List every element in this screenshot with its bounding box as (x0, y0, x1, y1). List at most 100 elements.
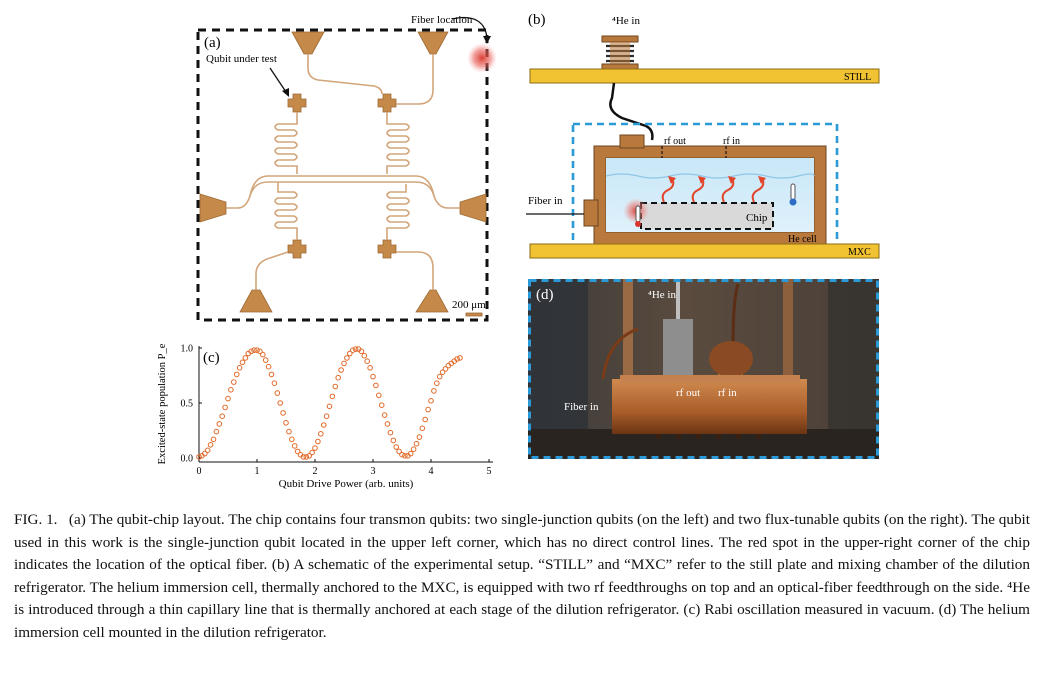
chip-in-cell (640, 202, 774, 230)
data-point (318, 431, 324, 437)
data-point (402, 453, 408, 459)
he-connector (601, 35, 639, 43)
data-point (416, 434, 423, 440)
data-point (309, 449, 315, 456)
data-point (436, 373, 443, 380)
data-point (219, 413, 225, 419)
data-point (332, 383, 339, 390)
figure-caption: FIG. 1. (a) The qubit-chip layout. The c… (14, 509, 1030, 644)
x-tick-label: 4 (429, 466, 434, 477)
data-point (248, 348, 254, 355)
data-point (280, 410, 286, 416)
data-point (410, 446, 417, 452)
fiber-location-label: Fiber location (411, 14, 473, 26)
right-pad (459, 193, 487, 223)
qubit-under-test-label: Qubit under test (206, 53, 277, 65)
data-point (431, 388, 437, 394)
data-point (419, 425, 426, 432)
top-right-pad (417, 31, 449, 55)
resonator-lower-left (274, 184, 298, 240)
data-point (196, 454, 202, 460)
data-point (390, 437, 397, 444)
data-point (454, 356, 460, 362)
qubit-lower-left (287, 239, 307, 259)
rf-out-label: rf out (664, 136, 686, 147)
data-point (344, 355, 350, 361)
data-point (387, 429, 394, 436)
bottom-left-pad (239, 289, 273, 313)
fiber-in-label: Fiber in (528, 195, 563, 207)
x-tick-label: 3 (371, 466, 376, 477)
data-point (306, 453, 312, 459)
scale-bar (465, 312, 483, 317)
flux-line-top (396, 54, 434, 105)
data-point (207, 442, 214, 448)
caption-fig-label: FIG. 1. (14, 511, 58, 528)
data-point (286, 428, 292, 435)
y-tick-label: 1.0 (181, 344, 194, 355)
x-tick-label: 5 (487, 466, 492, 477)
data-point (315, 438, 321, 445)
data-point (434, 380, 440, 387)
data-point (236, 365, 243, 371)
data-point (393, 444, 399, 450)
chip-border (196, 28, 489, 322)
photo-dashed-frame (528, 279, 879, 459)
still-label: STILL (844, 72, 871, 83)
bottom-right-pad (415, 289, 449, 313)
panel-d-photo: ⁴He in rf out rf in Fiber in (d) (528, 279, 879, 459)
drive-line-bottom-left (255, 251, 289, 290)
chart-ylabel: Excited-state population P_e (157, 343, 168, 464)
left-pad (199, 193, 227, 223)
data-point (364, 358, 370, 365)
data-point (251, 347, 257, 353)
data-point (271, 380, 278, 387)
resonator-upper-right (386, 112, 410, 174)
fiber-red-spot (467, 43, 497, 73)
data-point (260, 351, 266, 358)
data-point (422, 416, 429, 423)
panel-b-schematic: (b) ⁴He in STILL Fiber in rf out rf in C… (526, 12, 880, 259)
data-point (439, 369, 446, 376)
photo-rf-out-label: rf out (676, 387, 700, 399)
data-point (358, 348, 365, 355)
data-point (326, 403, 333, 410)
data-point (213, 428, 220, 435)
photo-cell-body (612, 379, 807, 434)
qubit-under-test-arrow (269, 67, 287, 93)
x-tick-label: 1 (255, 466, 260, 477)
data-point (239, 359, 246, 366)
panel-a-chip-layout: (a) Qubit under test Fiber location 200 … (196, 14, 497, 322)
data-point (257, 348, 263, 355)
data-point (349, 347, 356, 353)
y-tick-label: 0.0 (181, 454, 194, 465)
resonator-lower-right (386, 184, 410, 240)
data-point (425, 406, 431, 413)
data-point (361, 352, 368, 359)
fiber-port (583, 199, 599, 227)
fiber-location-arrow (451, 16, 488, 40)
data-point (396, 448, 402, 455)
data-point (341, 360, 347, 367)
scale-bar-label: 200 μm (452, 299, 486, 311)
feedline (226, 175, 460, 209)
capillary-line (609, 82, 654, 141)
data-point (320, 422, 327, 428)
qubit-lower-right (377, 239, 397, 259)
data-point (210, 436, 217, 443)
data-point (222, 404, 228, 411)
data-point (231, 379, 237, 385)
qubit-upper-left (287, 93, 307, 113)
data-point (428, 398, 434, 404)
data-point (268, 371, 275, 378)
data-point (294, 448, 301, 455)
data-point (291, 443, 298, 449)
data-point (202, 450, 208, 457)
qubit-upper-right (377, 93, 397, 113)
data-point (274, 390, 281, 396)
data-point (352, 346, 359, 352)
data-point (442, 366, 449, 372)
photo-he-in-label: ⁴He in (648, 289, 676, 301)
data-point (338, 367, 344, 373)
